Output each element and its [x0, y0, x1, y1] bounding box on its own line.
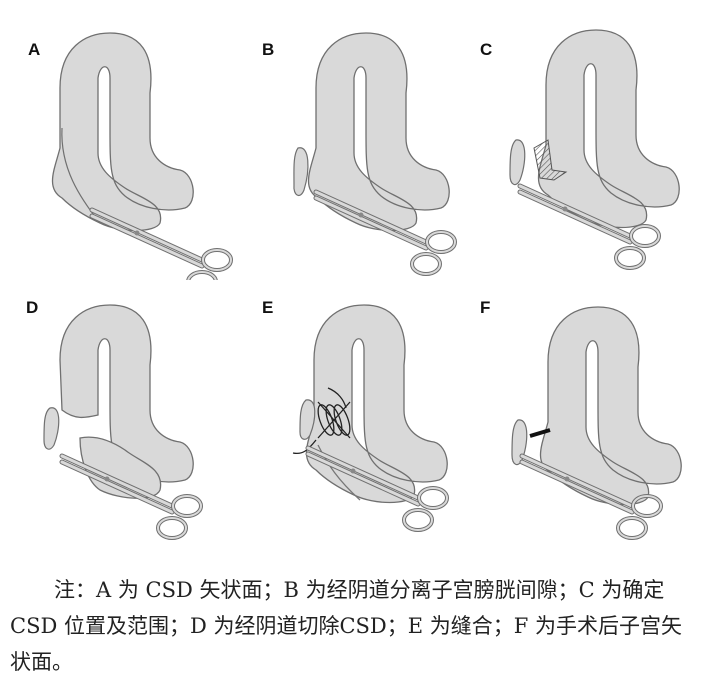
- uterus-illustration: [293, 32, 476, 280]
- figure-caption: 注：A 为 CSD 矢状面；B 为经阴道分离子宫膀胱间隙；C 为确定 CSD 位…: [10, 572, 706, 680]
- panel-label: E: [262, 298, 274, 317]
- scissors-icon: [92, 210, 231, 280]
- uterus-illustration: [43, 304, 238, 560]
- panel-label: C: [480, 40, 493, 59]
- caption-line-2: CSD 位置及范围；D 为经阴道切除CSD；E 为缝合；F 为手术后子宫矢: [10, 614, 683, 638]
- panel-label: A: [28, 40, 41, 59]
- panel-f: F: [476, 280, 714, 560]
- csd-hatched-region: [533, 139, 568, 181]
- suture-icon: [292, 387, 361, 501]
- uterus-illustration: [51, 32, 238, 280]
- uterus-illustration: [292, 304, 476, 560]
- panel-label: F: [480, 298, 491, 317]
- caption-line-1: 注：A 为 CSD 矢状面；B 为经阴道分离子宫膀胱间隙；C 为确定: [54, 578, 665, 602]
- uterus-illustration: [511, 306, 682, 560]
- uterus-illustration: [509, 29, 680, 280]
- panel-a: A: [0, 0, 238, 280]
- panel-b: B: [238, 0, 476, 280]
- panel-e: E: [238, 280, 476, 560]
- panel-d: D: [0, 280, 238, 560]
- caption-line-3: 状面。: [10, 650, 73, 674]
- scar-mark: [529, 428, 551, 438]
- panel-label: B: [262, 40, 275, 59]
- panel-c: C: [476, 0, 714, 280]
- panel-label: D: [26, 298, 39, 317]
